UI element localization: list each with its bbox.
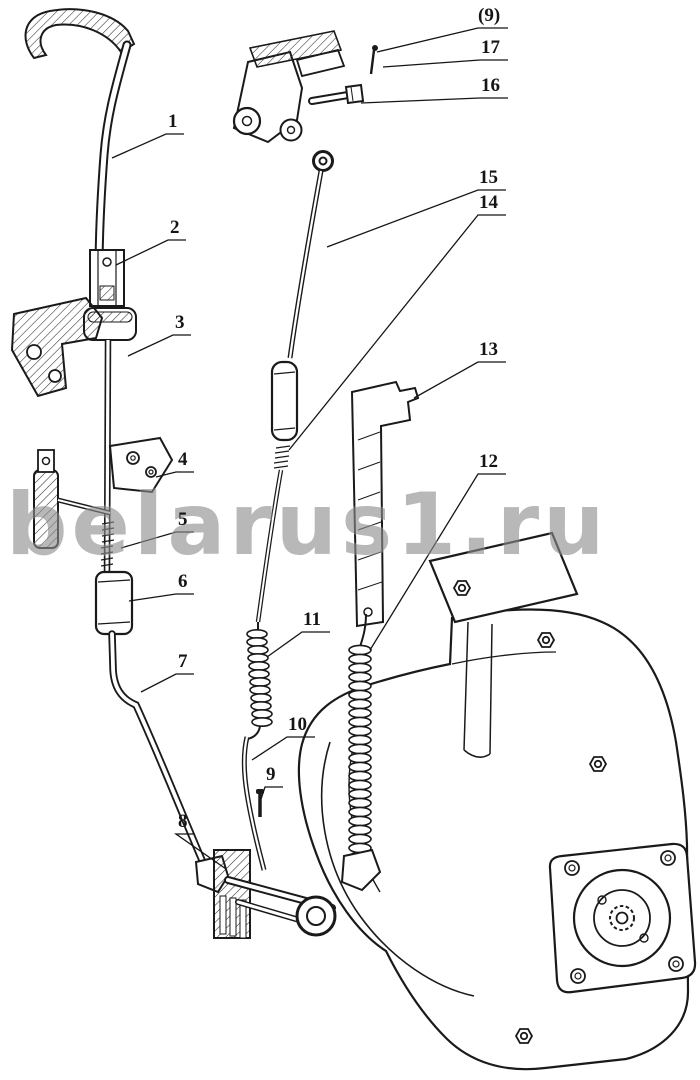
bar-13-drawing: [350, 380, 420, 628]
housing-drawing: [297, 531, 697, 1071]
callout-11: 11: [303, 609, 321, 630]
pin-16-drawing: [308, 83, 365, 105]
callout-13: 13: [479, 339, 498, 360]
callout-10: 10: [288, 714, 307, 735]
callout-5: 5: [178, 509, 188, 530]
top-bracket-drawing: [232, 30, 346, 144]
callout-9-ref: (9): [478, 5, 501, 26]
leader-lines: [111, 27, 508, 870]
bolt-icon: [452, 580, 608, 1044]
hand-lever-drawing: [24, 8, 137, 341]
callout-7: 7: [178, 651, 188, 672]
bottom-assembly-drawing: [194, 736, 382, 939]
bracket-3-drawing: [10, 296, 104, 398]
callout-2: 2: [170, 217, 180, 238]
callout-8: 8: [178, 811, 188, 832]
rod-15-drawing: [255, 150, 334, 623]
callout-1: 1: [168, 111, 178, 132]
lower-linkage-drawing: [94, 339, 212, 878]
callout-12: 12: [479, 451, 498, 472]
callout-16: 16: [481, 75, 500, 96]
bracket-4-drawing: [33, 436, 174, 549]
callout-9: 9: [266, 764, 276, 785]
callout-4: 4: [178, 449, 188, 470]
callout-6: 6: [178, 571, 188, 592]
spring-11-drawing: [246, 622, 273, 740]
pin-17-drawing: [369, 45, 378, 75]
callout-14: 14: [479, 192, 498, 213]
spring-12-drawing: [348, 613, 372, 882]
callout-17: 17: [481, 37, 500, 58]
callout-3: 3: [175, 312, 185, 333]
callout-15: 15: [479, 167, 498, 188]
